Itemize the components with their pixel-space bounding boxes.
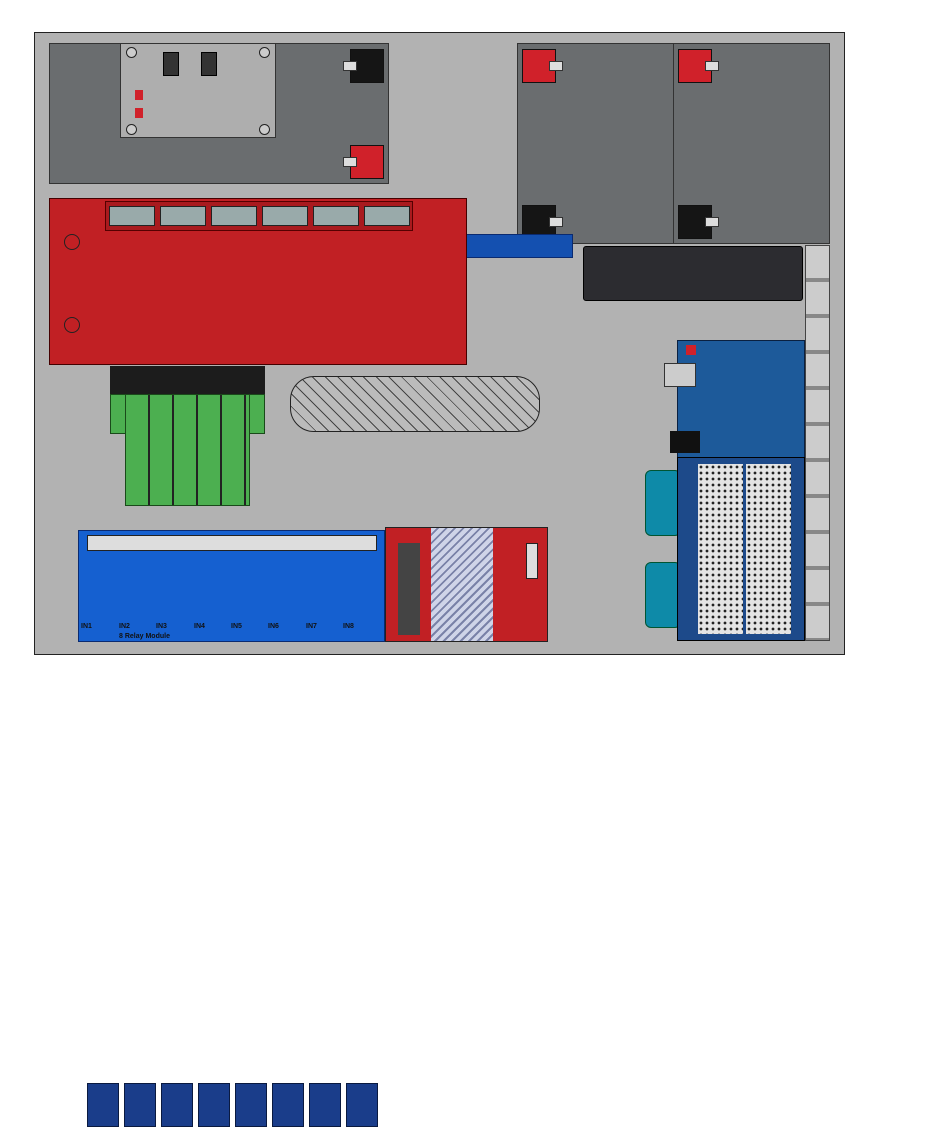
input-label: IN7 (306, 623, 317, 630)
terminal-block (109, 206, 155, 226)
terminal-block (313, 206, 359, 226)
battery-terminal-negative (522, 205, 563, 239)
battery-terminal-positive (678, 49, 719, 83)
relay-module: IN1 IN2 IN3 IN4 IN5 IN6 IN7 IN8 8 Relay … (78, 530, 385, 1127)
battery-terminal-negative (678, 205, 719, 239)
power-jack (670, 431, 700, 453)
bracket (645, 470, 681, 536)
fuse-holder (290, 376, 540, 432)
screw-icon (126, 124, 137, 135)
switch-plate (120, 43, 276, 138)
bracket (645, 562, 681, 628)
indicator (135, 108, 143, 118)
mount-hole (64, 234, 80, 250)
terminal-block (160, 206, 206, 226)
indicator (135, 90, 143, 100)
black-module (583, 246, 803, 301)
din-rail-terminals (805, 245, 830, 641)
terminal-board-header (110, 366, 265, 394)
screw-icon (259, 124, 270, 135)
input-label: IN1 (81, 623, 92, 630)
terminal-block (211, 206, 257, 226)
battery-terminal-positive (522, 49, 563, 83)
terminal-block (262, 206, 308, 226)
input-label: IN2 (119, 623, 130, 630)
usb-port (664, 363, 696, 387)
input-label: IN3 (156, 623, 167, 630)
toggle-switch (201, 52, 217, 76)
mount-hole (64, 317, 80, 333)
input-label: IN6 (268, 623, 279, 630)
screw-icon (126, 47, 137, 58)
terminal-board-body (125, 394, 250, 506)
breadboard (677, 457, 805, 641)
battery-terminal-positive (343, 145, 384, 179)
terminal-block (364, 206, 410, 226)
input-label: IN8 (343, 623, 354, 630)
screw-icon (259, 47, 270, 58)
input-label: IN5 (231, 623, 242, 630)
battery-terminal-negative (343, 49, 384, 83)
motor-driver (385, 527, 548, 642)
blue-bracket (466, 234, 573, 258)
arduino-board (664, 340, 805, 460)
relay-module-title: 8 Relay Module (119, 633, 170, 640)
toggle-switch (163, 52, 179, 76)
input-label: IN4 (194, 623, 205, 630)
reset-button (686, 345, 696, 355)
